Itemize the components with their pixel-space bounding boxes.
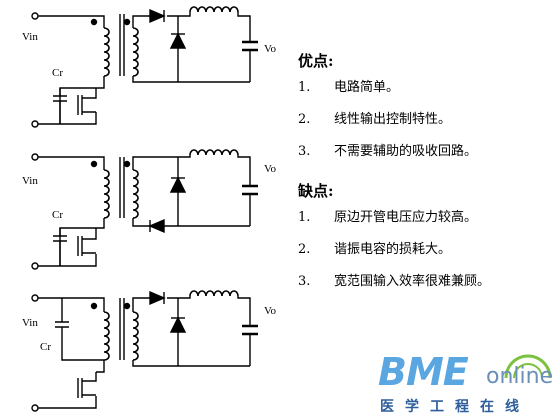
cr-label-2: Cr xyxy=(52,209,63,221)
cr-label-3: Cr xyxy=(40,341,51,353)
vo-label-2: Vo xyxy=(264,163,277,175)
list-item: 1.原边开管电压应力较高。 xyxy=(298,210,478,225)
circuit-2 xyxy=(31,149,258,270)
disadvantages-list: 1.原边开管电压应力较高。 2.谐振电容的损耗大。 3.宽范围输入效率很难兼顾。 xyxy=(298,202,548,298)
advantages-title: 优点: xyxy=(298,52,334,70)
vin-label-1: Vin xyxy=(22,31,38,43)
list-item: 3.宽范围输入效率很难兼顾。 xyxy=(298,274,491,289)
vin-label-2: Vin xyxy=(22,175,38,187)
logo-arc-icon xyxy=(504,354,552,379)
vo-label-1: Vo xyxy=(264,43,277,55)
disadvantages-title: 缺点: xyxy=(298,182,334,200)
bme-online-logo: BME online 医学工程在线 xyxy=(378,350,553,416)
list-item: 1.电路简单。 xyxy=(298,80,400,95)
vo-label-3: Vo xyxy=(264,305,277,317)
vin-label-3: Vin xyxy=(22,317,38,329)
logo-sub-text: online xyxy=(486,364,553,389)
list-item: 2.线性输出控制特性。 xyxy=(298,112,452,127)
logo-main-text: BME xyxy=(378,350,469,394)
circuit-diagrams: Vin Cr Vo Vin Cr Vo Vin Cr Vo xyxy=(22,6,277,412)
list-item: 3.不需要辅助的吸收回路。 xyxy=(298,144,478,159)
circuit-3 xyxy=(31,290,258,412)
logo-chinese-text: 医学工程在线 xyxy=(380,399,530,415)
circuit-1 xyxy=(31,6,258,128)
cr-label-1: Cr xyxy=(52,67,63,79)
notes-panel: 优点: 1.电路简单。 2.线性输出控制特性。 3.不需要辅助的吸收回路。 缺点… xyxy=(298,50,548,298)
advantages-list: 1.电路简单。 2.线性输出控制特性。 3.不需要辅助的吸收回路。 xyxy=(298,72,548,168)
list-item: 2.谐振电容的损耗大。 xyxy=(298,242,452,257)
